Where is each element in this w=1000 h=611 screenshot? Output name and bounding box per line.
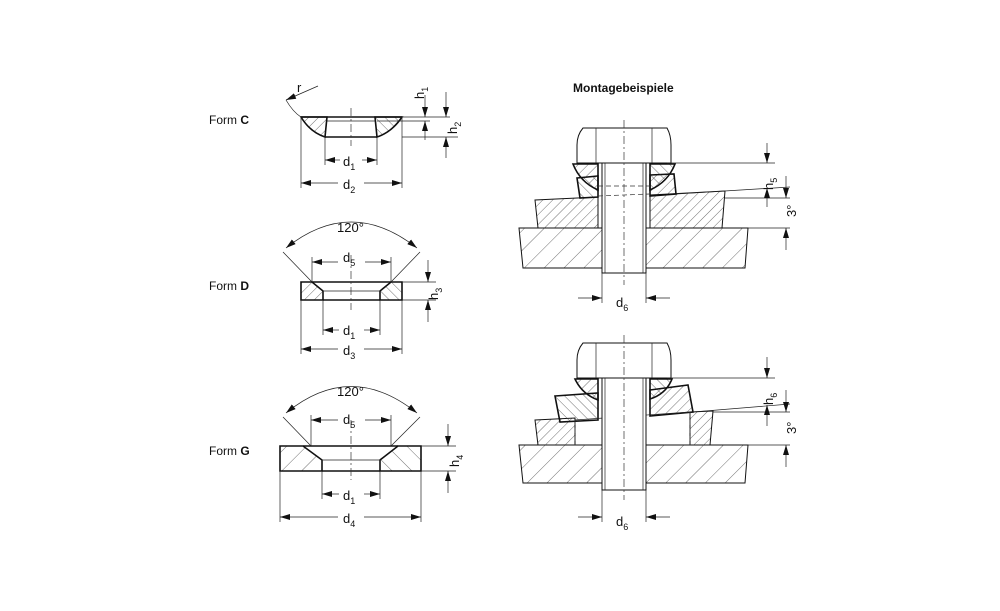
dim-r: r [297, 80, 302, 95]
dim-d1-d: d1 [343, 323, 355, 341]
form-d-label: Form D [209, 279, 249, 293]
dim-h1: h1 [412, 87, 430, 99]
dim-d3: d3 [343, 343, 355, 361]
dim-angle-g: 120° [337, 384, 364, 399]
dim-h6: h6 [761, 393, 779, 405]
dim-h2: h2 [445, 122, 463, 134]
dim-d4: d4 [343, 511, 355, 529]
dim-h4: h4 [447, 455, 465, 467]
dim-d2: d2 [343, 177, 355, 195]
dim-tilt-1: 3° [784, 205, 799, 217]
dim-h5: h5 [761, 178, 779, 190]
form-c-label: Form C [209, 113, 249, 127]
dim-d1-c: d1 [343, 154, 355, 172]
form-g-label: Form G [209, 444, 250, 458]
assembly-examples-title: Montagebeispiele [573, 81, 674, 95]
dim-h3: h3 [426, 288, 444, 300]
dim-d5-g: d5 [343, 412, 355, 430]
form-g-washer: 120° d5 d1 d4 h4 [279, 384, 465, 529]
dim-d6-1: d6 [616, 295, 628, 313]
form-c-washer: r d1 d2 h1 h2 [285, 80, 463, 195]
assembly-example-1: h5 3° d6 [518, 120, 799, 313]
assembly-example-2: h6 3° d6 [518, 335, 799, 532]
dim-d6-2: d6 [616, 514, 628, 532]
dim-d5-d: d5 [343, 250, 355, 268]
dim-tilt-2: 3° [784, 422, 799, 434]
dim-d1-g: d1 [343, 488, 355, 506]
dim-angle-d: 120° [337, 220, 364, 235]
form-d-washer: 120° d5 d1 d3 h3 [282, 220, 444, 361]
